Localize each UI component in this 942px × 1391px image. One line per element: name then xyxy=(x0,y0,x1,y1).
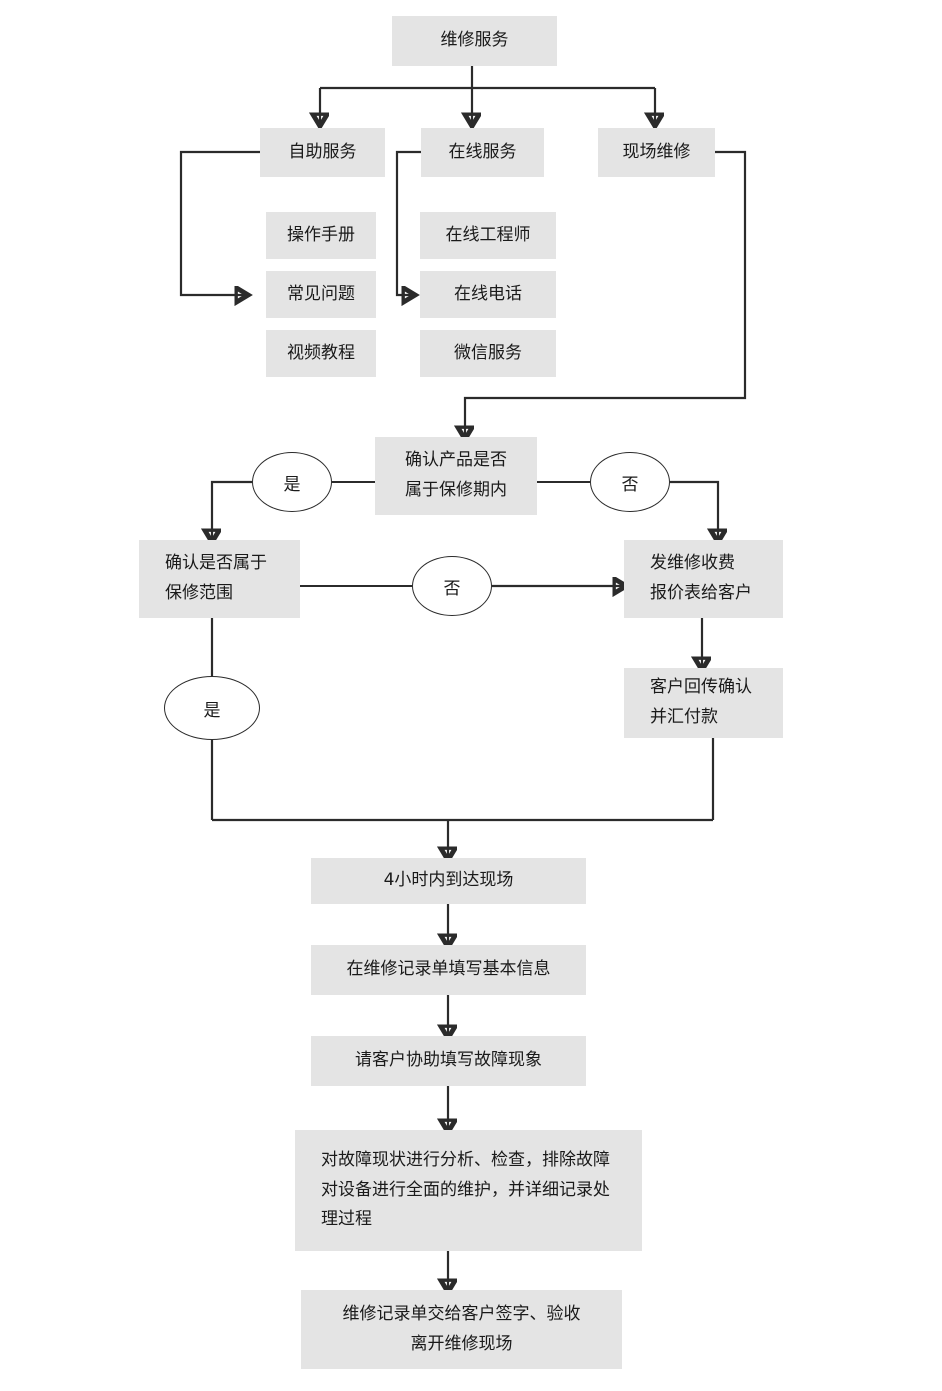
decision-warranty-no[interactable]: 否 xyxy=(590,452,670,512)
node-video-tutorial-label: 视频教程 xyxy=(287,342,355,363)
node-branch-self-service-label: 自助服务 xyxy=(288,141,357,162)
node-wechat-service-label: 微信服务 xyxy=(454,342,522,363)
node-video-tutorial[interactable]: 视频教程 xyxy=(266,330,376,377)
node-online-engineer[interactable]: 在线工程师 xyxy=(420,212,556,259)
wire-warranty-no-b xyxy=(670,480,718,540)
node-branch-online-service[interactable]: 在线服务 xyxy=(421,128,544,177)
node-warranty-scope-check[interactable]: 确认是否属于 保修范围 xyxy=(139,540,300,618)
node-arrive-within-4h-label: 4小时内到达现场 xyxy=(383,870,514,891)
wire-warranty-yes-b xyxy=(212,480,252,540)
decision-scope-yes[interactable]: 是 xyxy=(164,676,260,740)
node-customer-confirm-payment-line1: 客户回传确认 xyxy=(650,677,752,698)
decision-warranty-yes-label: 是 xyxy=(283,474,301,495)
node-analyze-and-maintain[interactable]: 对故障现状进行分析、检查，排除故障 对设备进行全面的维护，并详细记录处 理过程 xyxy=(295,1130,642,1251)
node-analyze-and-maintain-line3: 理过程 xyxy=(321,1209,372,1230)
node-warranty-scope-check-line2: 保修范围 xyxy=(165,583,233,603)
decision-scope-no-label: 否 xyxy=(443,578,461,599)
node-online-engineer-label: 在线工程师 xyxy=(445,224,531,245)
node-root[interactable]: 维修服务 xyxy=(392,16,557,66)
decision-scope-no[interactable]: 否 xyxy=(412,556,492,616)
node-branch-onsite-repair-label: 现场维修 xyxy=(622,141,691,162)
node-send-quote-line1: 发维修收费 xyxy=(650,553,735,574)
node-send-quote[interactable]: 发维修收费 报价表给客户 xyxy=(624,540,783,618)
node-branch-onsite-repair[interactable]: 现场维修 xyxy=(598,128,715,177)
decision-warranty-yes[interactable]: 是 xyxy=(252,452,332,512)
node-arrive-within-4h[interactable]: 4小时内到达现场 xyxy=(311,858,586,904)
node-warranty-period-check-line2: 属于保修期内 xyxy=(405,480,507,500)
node-online-phone-label: 在线电话 xyxy=(454,283,522,304)
node-handover-and-leave-line2: 离开维修现场 xyxy=(410,1333,513,1354)
node-analyze-and-maintain-line1: 对故障现状进行分析、检查，排除故障 xyxy=(321,1149,610,1170)
node-root-label: 维修服务 xyxy=(440,30,509,51)
node-warranty-period-check[interactable]: 确认产品是否 属于保修期内 xyxy=(375,437,537,515)
node-customer-fault-description-label: 请客户协助填写故障现象 xyxy=(355,1050,542,1071)
node-branch-online-service-label: 在线服务 xyxy=(448,141,517,162)
node-faq[interactable]: 常见问题 xyxy=(266,271,376,318)
decision-scope-yes-label: 是 xyxy=(203,700,221,721)
node-branch-self-service[interactable]: 自助服务 xyxy=(260,128,385,177)
node-customer-fault-description[interactable]: 请客户协助填写故障现象 xyxy=(311,1036,586,1086)
node-operation-manual[interactable]: 操作手册 xyxy=(266,212,376,259)
node-send-quote-line2: 报价表给客户 xyxy=(650,583,752,603)
node-customer-confirm-payment-line2: 并汇付款 xyxy=(650,707,718,727)
node-customer-confirm-payment[interactable]: 客户回传确认 并汇付款 xyxy=(624,668,783,738)
wire-online-loop xyxy=(395,150,421,295)
node-warranty-scope-check-line1: 确认是否属于 xyxy=(165,553,267,574)
decision-warranty-no-label: 否 xyxy=(621,474,639,495)
node-handover-and-leave-line1: 维修记录单交给客户签字、验收 xyxy=(342,1303,581,1324)
node-operation-manual-label: 操作手册 xyxy=(287,224,355,245)
node-warranty-period-check-line1: 确认产品是否 xyxy=(405,450,507,471)
node-handover-and-leave[interactable]: 维修记录单交给客户签字、验收 离开维修现场 xyxy=(301,1290,622,1369)
node-faq-label: 常见问题 xyxy=(287,283,355,304)
node-fill-basic-info-label: 在维修记录单填写基本信息 xyxy=(346,959,551,980)
node-fill-basic-info[interactable]: 在维修记录单填写基本信息 xyxy=(311,945,586,995)
node-wechat-service[interactable]: 微信服务 xyxy=(420,330,556,377)
node-analyze-and-maintain-line2: 对设备进行全面的维护，并详细记录处 xyxy=(321,1179,610,1200)
wire-self-loop xyxy=(179,150,260,295)
node-online-phone[interactable]: 在线电话 xyxy=(420,271,556,318)
